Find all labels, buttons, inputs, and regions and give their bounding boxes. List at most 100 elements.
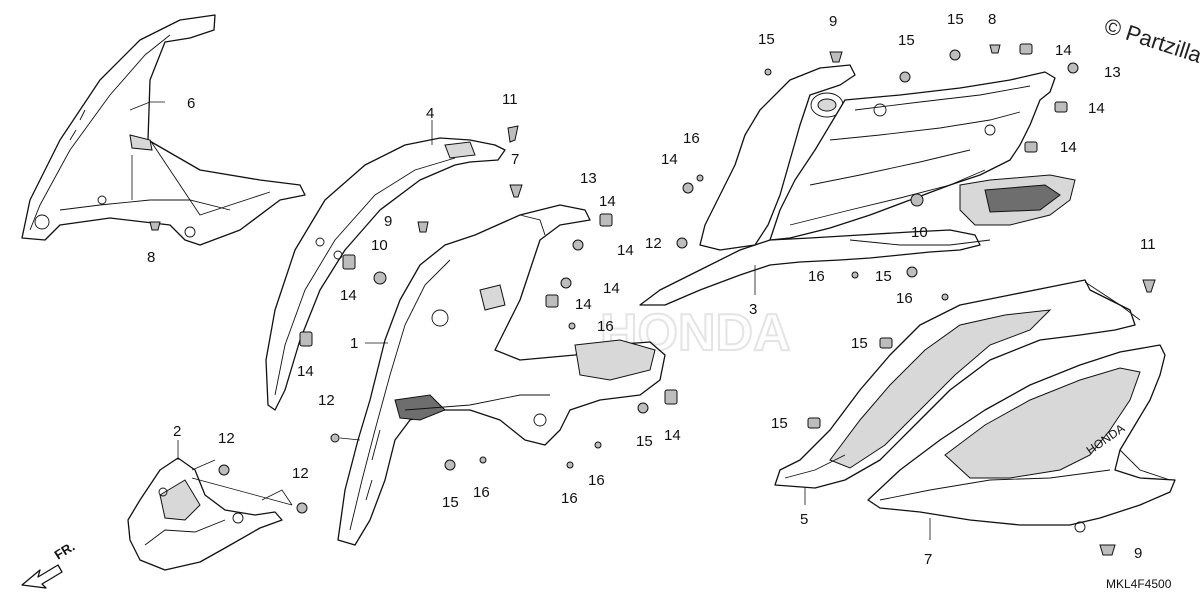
callout-15[interactable]: 15: [636, 433, 653, 450]
nut-icon[interactable]: [1067, 62, 1079, 74]
callout-9[interactable]: 8: [147, 249, 155, 266]
callout-15[interactable]: 14: [603, 280, 620, 297]
callout-14[interactable]: 14: [664, 427, 681, 444]
part-5-side-cover[interactable]: [774, 279, 1141, 489]
callout-8[interactable]: 7: [511, 151, 519, 168]
part-6-inner-cover[interactable]: [21, 14, 306, 246]
clip-icon[interactable]: [1024, 141, 1038, 153]
bolt-icon[interactable]: [373, 271, 387, 285]
pin-icon[interactable]: [566, 461, 574, 469]
pin-icon[interactable]: [941, 293, 949, 301]
clip-icon[interactable]: [342, 254, 356, 270]
callout-12[interactable]: 12: [318, 392, 335, 409]
pin-icon[interactable]: [851, 271, 859, 279]
clip-icon[interactable]: [664, 389, 678, 405]
pin-icon[interactable]: [764, 68, 772, 76]
clip-icon[interactable]: [807, 417, 821, 429]
clip-icon[interactable]: [1054, 101, 1068, 113]
part-1-inner-panel[interactable]: [337, 204, 666, 546]
nut-icon[interactable]: [330, 433, 340, 443]
screw-icon[interactable]: [507, 125, 519, 143]
grommet-icon[interactable]: [560, 277, 572, 289]
callout-12[interactable]: 12: [292, 465, 309, 482]
callout-10[interactable]: 10: [911, 224, 928, 241]
callout-11[interactable]: 11: [502, 91, 518, 108]
callout-16[interactable]: 16: [896, 290, 913, 307]
callout-9[interactable]: 9: [384, 213, 392, 230]
callout-15[interactable]: 14: [661, 151, 678, 168]
diagram-code: MKL4F4500: [1106, 577, 1172, 591]
callout-14[interactable]: 14: [340, 287, 357, 304]
callout-15[interactable]: 15: [875, 268, 892, 285]
bolt-icon[interactable]: [910, 193, 924, 207]
clip-icon[interactable]: [545, 294, 559, 308]
screw-icon[interactable]: [149, 221, 161, 231]
part-7-lower-cover[interactable]: HONDA: [867, 344, 1176, 533]
callout-15[interactable]: 15: [898, 32, 915, 49]
part-2-lower-front[interactable]: [127, 457, 283, 571]
screw-icon[interactable]: [509, 184, 523, 198]
callout-14[interactable]: 14: [1055, 42, 1072, 59]
screw-icon[interactable]: [829, 51, 843, 63]
callout-10[interactable]: 10: [371, 237, 388, 254]
screw-icon[interactable]: [1099, 544, 1116, 556]
callout-14[interactable]: 14: [297, 363, 314, 380]
grommet-icon[interactable]: [572, 239, 584, 251]
callout-14[interactable]: 14: [599, 193, 616, 210]
callout-13[interactable]: 13: [580, 170, 597, 187]
pin-icon[interactable]: [479, 456, 487, 464]
screw-icon[interactable]: [1142, 279, 1156, 293]
nut-icon[interactable]: [296, 502, 308, 514]
callout-7[interactable]: 7: [924, 551, 932, 568]
callout-4[interactable]: 4: [426, 105, 434, 122]
callout-11[interactable]: 11: [1140, 236, 1156, 253]
callout-16[interactable]: 15: [758, 31, 775, 48]
callout-14[interactable]: 15: [771, 415, 788, 432]
callout-12[interactable]: 12: [218, 430, 235, 447]
screw-icon[interactable]: [989, 44, 1001, 54]
callout-13[interactable]: 13: [1104, 64, 1121, 81]
callout-9[interactable]: 9: [1134, 545, 1142, 562]
callout-16[interactable]: 16: [597, 318, 614, 335]
callout-16[interactable]: 16: [683, 130, 700, 147]
callout-8[interactable]: 8: [988, 11, 996, 28]
callout-14[interactable]: 14: [1060, 139, 1077, 156]
screw-icon[interactable]: [417, 221, 429, 233]
callout-5[interactable]: 5: [800, 511, 808, 528]
callout-14[interactable]: 14: [1088, 100, 1105, 117]
pin-icon[interactable]: [568, 322, 576, 330]
clip-icon[interactable]: [599, 213, 613, 227]
grommet-icon[interactable]: [949, 49, 961, 61]
callout-16[interactable]: 16: [588, 472, 605, 489]
callout-14[interactable]: 14: [575, 296, 592, 313]
callout-15[interactable]: 15: [947, 11, 964, 28]
clip-icon[interactable]: [879, 337, 893, 349]
callout-14[interactable]: 15: [851, 335, 868, 352]
pin-icon[interactable]: [594, 441, 602, 449]
nut-icon[interactable]: [218, 464, 230, 476]
callout-16[interactable]: 16: [808, 268, 825, 285]
clip-icon[interactable]: [1019, 43, 1033, 55]
part-4-side-trim[interactable]: [265, 137, 506, 411]
grommet-icon[interactable]: [899, 71, 911, 83]
grommet-icon[interactable]: [682, 182, 694, 194]
callout-16[interactable]: 16: [561, 490, 578, 507]
pin-icon[interactable]: [696, 174, 704, 182]
callout-3[interactable]: 3: [749, 301, 757, 318]
callout-2[interactable]: 2: [173, 423, 181, 440]
part-3-rear-cover[interactable]: [639, 64, 1076, 306]
clip-icon[interactable]: [299, 331, 313, 347]
callout-12[interactable]: 12: [645, 235, 662, 252]
grommet-icon[interactable]: [906, 266, 918, 278]
nut-icon[interactable]: [676, 237, 688, 249]
callout-15[interactable]: 14: [617, 242, 634, 259]
callout-6[interactable]: 6: [187, 95, 195, 112]
grommet-icon[interactable]: [444, 459, 456, 471]
callout-1[interactable]: 1: [350, 335, 358, 352]
callout-16[interactable]: 16: [473, 484, 490, 501]
callout-9[interactable]: 9: [829, 13, 837, 30]
callout-15[interactable]: 15: [442, 494, 459, 511]
grommet-icon[interactable]: [637, 402, 649, 414]
